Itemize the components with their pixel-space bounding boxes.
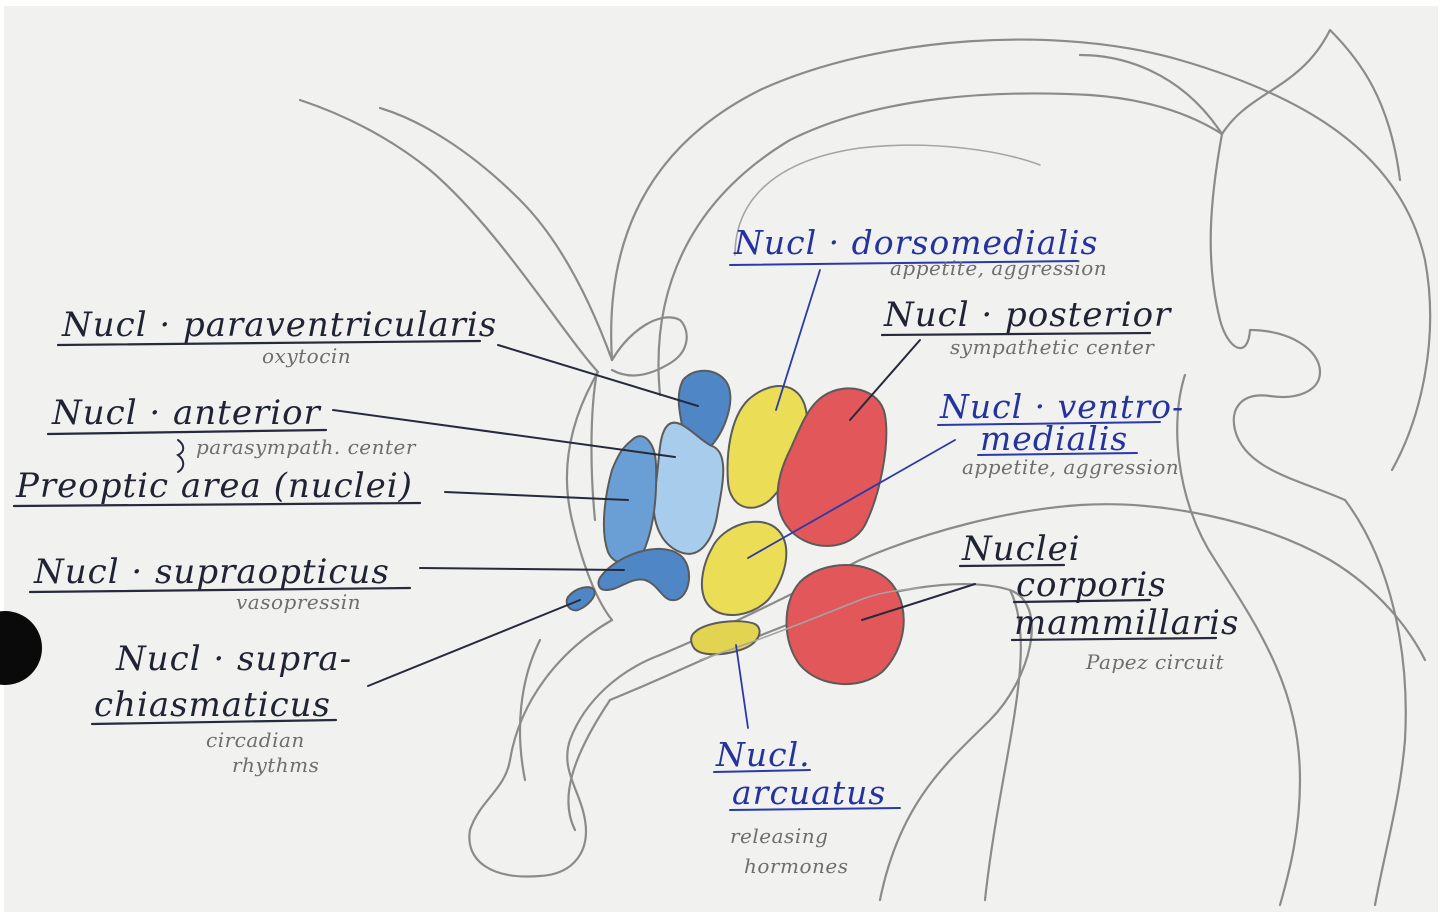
function-dorsomedialis: appetite, aggression (890, 258, 1107, 278)
label-preoptic: Preoptic area (nuclei) (16, 469, 413, 503)
outline-anterior-commissure (612, 317, 687, 375)
nucleus-mammillaris (787, 565, 904, 684)
label-supraopticus: Nucl · supraopticus (34, 555, 390, 589)
outline-optic-chiasm (469, 620, 660, 877)
function-suprachiasmaticus-line1: circadian (206, 730, 305, 750)
label-mammillaris-line3: mammillaris (1014, 606, 1239, 640)
label-arcuatus-line2: arcuatus (732, 776, 886, 809)
leader-posterior (850, 340, 920, 420)
outline-pons (1345, 500, 1406, 905)
label-arcuatus-line1: Nucl. (716, 738, 811, 771)
function-anterior: parasympath. center (196, 437, 416, 457)
nucleus-ventromedialis (702, 522, 786, 615)
outline-brainstem-back (1234, 330, 1345, 500)
outline-thalamus-groove (1211, 134, 1250, 348)
leader-dorsomedialis (776, 270, 820, 410)
outline-infundibulum (520, 640, 540, 780)
function-paraventricularis: oxytocin (262, 346, 351, 366)
function-suprachiasmaticus-line2: rhythms (232, 755, 319, 775)
function-arcuatus-line2: hormones (744, 856, 848, 876)
nucleus-arcuatus (691, 621, 759, 654)
leader-suprachiasmaticus (368, 600, 580, 686)
nuclei (567, 371, 920, 684)
function-supraopticus: vasopressin (236, 592, 361, 612)
label-mammillaris-line2: corporis (1016, 568, 1167, 602)
label-posterior: Nucl · posterior (884, 298, 1171, 332)
leader-preoptic (445, 492, 628, 500)
nucleus-suprachiasmaticus (567, 587, 595, 610)
label-mammillaris-line1: Nuclei (962, 532, 1081, 566)
outline-tuber (568, 700, 610, 830)
function-posterior: sympathetic center (950, 337, 1154, 357)
outline-fornix-arc (1222, 30, 1400, 180)
leader-arcuatus (736, 645, 748, 728)
label-dorsomedialis: Nucl · dorsomedialis (734, 226, 1098, 259)
leader-paraventricularis (498, 345, 698, 406)
function-arcuatus-line1: releasing (730, 826, 828, 846)
leader-supraopticus (420, 568, 624, 570)
function-mammillaris: Papez circuit (1086, 652, 1224, 672)
function-ventromedialis: appetite, aggression (962, 457, 1179, 477)
label-ventromedialis-line2: medialis (980, 422, 1128, 455)
label-anterior: Nucl · anterior (52, 396, 321, 430)
label-suprachiasmaticus-line2: chiasmaticus (94, 688, 331, 722)
label-suprachiasmaticus-line1: Nucl · supra- (116, 642, 352, 676)
label-paraventricularis: Nucl · paraventricularis (62, 308, 497, 342)
